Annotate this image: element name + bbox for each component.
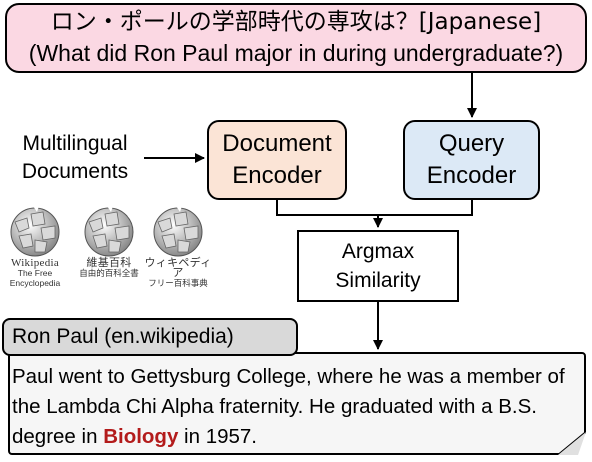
page-fold-icon: [558, 432, 586, 455]
argmax-line1: Argmax: [341, 240, 415, 263]
arrow-doc-encoder-to-argmax: [276, 200, 378, 216]
source-line1: Multilingual: [22, 132, 128, 155]
document-passage: Paul went to Gettysburg College, where h…: [12, 362, 586, 452]
source-line2: Documents: [21, 160, 129, 183]
argmax-line2: Similarity: [335, 269, 421, 292]
wikipedia-ja-caption: ウィキペディア フリー百科事典: [144, 257, 212, 289]
wikipedia-zh-subtitle: 自由的百科全書: [79, 268, 139, 278]
query-english: (What did Ron Paul major in during under…: [28, 40, 564, 66]
retrieved-document-card: [8, 352, 586, 455]
document-title: Ron Paul (en.wikipedia): [12, 325, 234, 348]
multilingual-documents-label: Multilingual Documents: [6, 130, 144, 186]
wikipedia-globe-icon: [84, 206, 134, 257]
wikipedia-ja-title: ウィキペディア: [144, 257, 212, 279]
query-encoder-box: Query Encoder: [403, 120, 540, 200]
wikipedia-en-caption: Wikipedia The Free Encyclopedia: [1, 257, 69, 289]
document-encoder-line1: Document: [222, 130, 332, 157]
query-box: ロン・ポールの学部時代の専攻は？[Japanese] (What did Ron…: [5, 3, 587, 73]
argmax-similarity-box: Argmax Similarity: [297, 230, 459, 302]
wikipedia-zh-title: 維基百科: [86, 257, 132, 269]
query-encoder-line1: Query: [438, 130, 505, 157]
document-encoder-line2: Encoder: [232, 162, 322, 189]
wikipedia-globe-icon: [10, 206, 60, 257]
wikipedia-en-title: Wikipedia: [10, 257, 60, 269]
passage-text-part1: Paul went to Gettysburg College, where h…: [12, 365, 565, 448]
query-encoder-line2: Encoder: [426, 162, 517, 189]
arrow-query-encoder-to-argmax: [378, 200, 473, 216]
wikipedia-globe-icon: [153, 206, 203, 257]
passage-text-part2: in 1957.: [178, 425, 258, 448]
wikipedia-en-subtitle: The Free Encyclopedia: [9, 268, 61, 288]
document-encoder-box: Document Encoder: [207, 120, 347, 200]
query-japanese: ロン・ポールの学部時代の専攻は？[Japanese]: [50, 9, 542, 35]
wikipedia-ja-subtitle: フリー百科事典: [148, 278, 208, 288]
wikipedia-zh-caption: 維基百科 自由的百科全書: [75, 257, 143, 279]
answer-highlight: Biology: [103, 425, 179, 448]
document-title-tab: Ron Paul (en.wikipedia): [2, 318, 298, 356]
